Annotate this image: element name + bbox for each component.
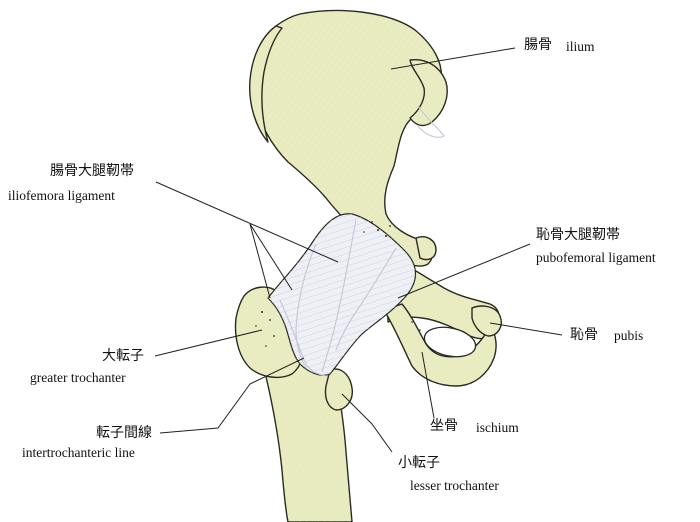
label-intertrochanteric-jp: 転子間線 — [96, 425, 152, 441]
label-lesser-trochanter-jp: 小転子 — [398, 455, 440, 471]
leader-ilium — [390, 47, 516, 70]
label-ilium-jp: 腸骨 — [524, 37, 552, 53]
iliofemoral-band-left — [295, 243, 317, 369]
bone-stipple — [255, 221, 421, 347]
ischial-spine — [415, 236, 437, 261]
label-pubofemoral-jp: 恥骨大腿靭帯 — [536, 227, 620, 243]
leader-lesser-trochanter — [341, 393, 393, 453]
label-ischium-jp: 坐骨 — [430, 418, 458, 434]
leader-iliofemoral-branch — [249, 223, 293, 291]
iliofemoral-band-right — [321, 219, 357, 373]
leader-lines — [154, 47, 563, 453]
label-greater-trochanter-jp: 大転子 — [102, 348, 144, 364]
leader-iliofemoral — [155, 181, 339, 263]
pubofemoral-band — [335, 247, 397, 351]
label-ischium-en: ischium — [476, 420, 519, 435]
obturator-foramen — [423, 326, 477, 358]
leader-pubis — [489, 322, 563, 336]
label-greater-trochanter-en: greater trochanter — [30, 370, 126, 385]
leader-iliofemoral-branch2 — [249, 223, 271, 299]
label-iliofemoral-jp: 腸骨大腿靭帯 — [50, 163, 134, 179]
label-pubofemoral-en: pubofemoral ligament — [536, 250, 656, 265]
label-iliofemoral-en: iliofemora ligament — [8, 188, 115, 203]
pubic-tubercle — [471, 305, 502, 337]
ilium-hatch — [252, 10, 442, 267]
label-pubis-en: pubis — [614, 328, 644, 343]
label-intertrochanteric-en: intertrochanteric line — [22, 445, 135, 460]
leader-intertrochanteric — [159, 357, 305, 434]
label-lesser-trochanter-en: lesser trochanter — [410, 478, 499, 493]
label-ilium-en: ilium — [566, 39, 595, 54]
iliac-notch-shadow — [417, 105, 445, 138]
leader-greater-trochanter — [154, 329, 263, 357]
leader-ischium — [421, 351, 435, 419]
lesser-trochanter-bone — [324, 368, 353, 411]
label-pubis-jp: 恥骨 — [570, 327, 598, 343]
iliac-crest — [248, 25, 283, 143]
anterior-iliac-spine — [409, 59, 448, 127]
intertrochanteric-ridge — [279, 299, 327, 377]
leader-pubofemoral — [397, 243, 531, 299]
